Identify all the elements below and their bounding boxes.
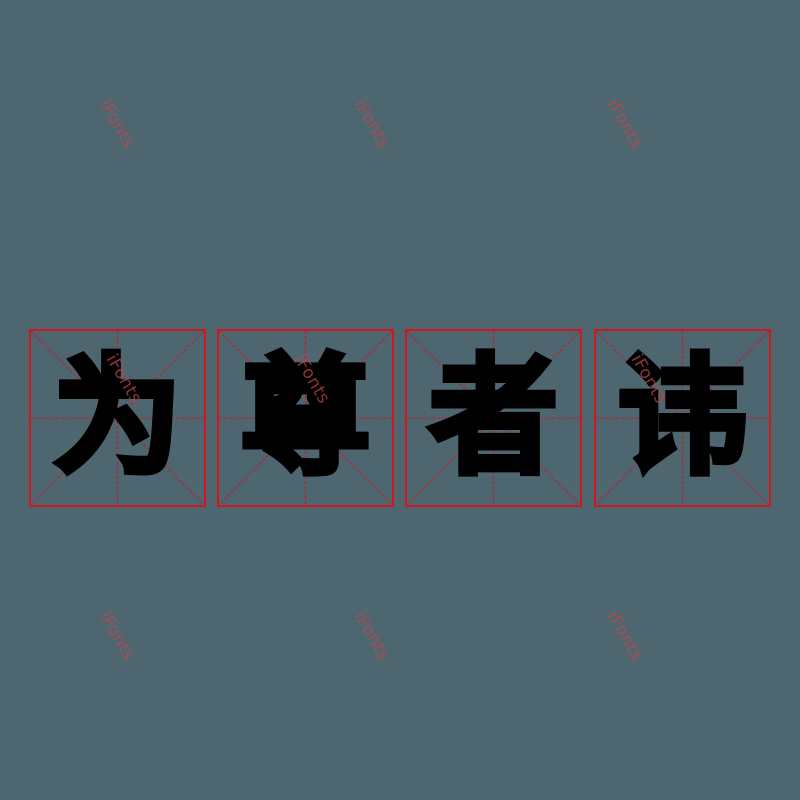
mizige-grid-icon [407,331,580,505]
character-glyph: 者 [426,343,560,492]
character-glyph: 为 [50,343,184,492]
watermark-text: iFonts [602,608,647,665]
character-box-1: 为 iFonts [29,329,206,507]
character-box-3: 者 [405,329,582,507]
watermark-text: iFonts [602,96,647,153]
mizige-grid-icon [219,331,392,505]
mizige-grid-icon [31,331,204,505]
character-glyph: 讳 [615,343,749,492]
character-glyph: 尊 [238,343,372,492]
watermark-text: iFonts [349,96,394,153]
watermark-text: iFonts [94,608,139,665]
character-box-2: 尊 iFonts [217,329,394,507]
character-box-4: 讳 iFonts [594,329,771,507]
watermark-text: iFonts [94,96,139,153]
watermark-text: iFonts [349,608,394,665]
mizige-grid-icon [596,331,769,505]
